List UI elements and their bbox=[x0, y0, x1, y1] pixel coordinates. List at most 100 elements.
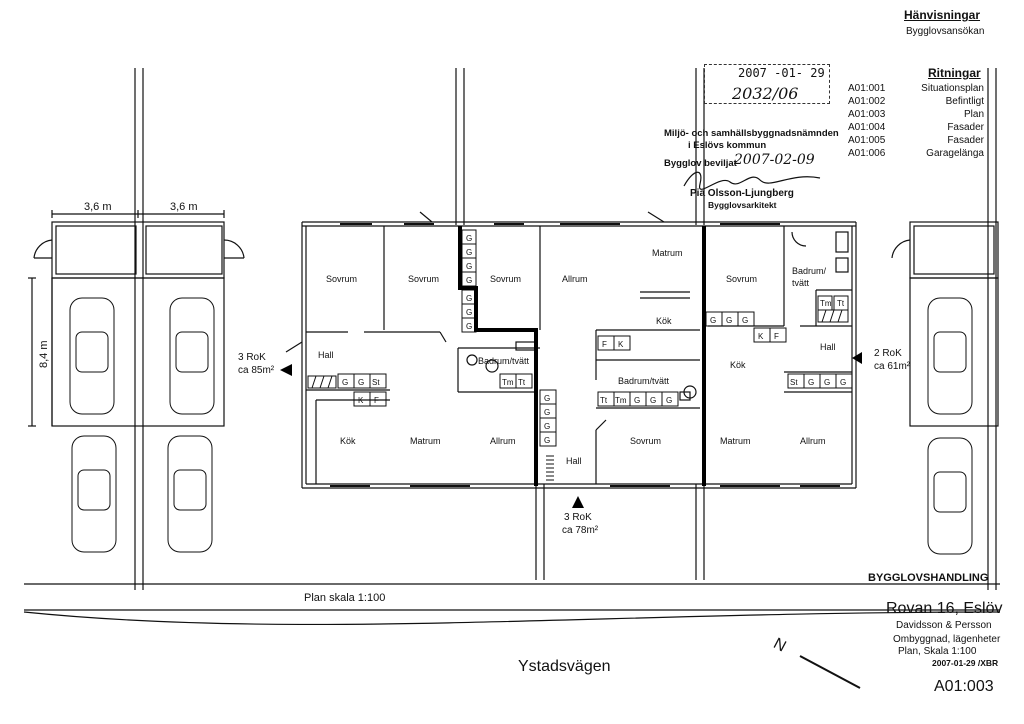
received-stamp bbox=[704, 64, 830, 104]
room-bath-right-l2: tvätt bbox=[792, 278, 810, 288]
fixture-st: St bbox=[372, 378, 380, 387]
drawing-date: 2007-01-29 /XBR bbox=[932, 658, 999, 668]
fixture-g: G bbox=[824, 378, 830, 387]
stamp-received-date: 2007 -01- 29 bbox=[738, 66, 825, 80]
stamp-signer-name: Pia Olsson-Ljungberg bbox=[690, 188, 794, 199]
fixture-g: G bbox=[808, 378, 814, 387]
room-hall-2: Hall bbox=[820, 342, 836, 352]
garage-width-right: 3,6 m bbox=[170, 201, 198, 213]
fixture-g: G bbox=[466, 294, 472, 303]
north-label: N bbox=[770, 635, 788, 655]
unit-a-area: ca 85m² bbox=[238, 365, 275, 376]
room-bedroom-4: Sovrum bbox=[726, 274, 757, 284]
street-name: Ystadsvägen bbox=[518, 658, 611, 675]
fixture-f: F bbox=[374, 396, 379, 405]
project-description: Ombyggnad, lägenheter bbox=[893, 634, 1001, 645]
fixture-g: G bbox=[544, 422, 550, 431]
drawing-name: Situationsplan bbox=[921, 83, 984, 94]
fixture-f: F bbox=[774, 332, 779, 341]
fixture-g: G bbox=[466, 276, 472, 285]
garage-width-left: 3,6 m bbox=[84, 201, 112, 213]
room-living-1: Allrum bbox=[562, 274, 588, 284]
garage-depth: 8,4 m bbox=[38, 340, 50, 368]
room-dining-1: Matrum bbox=[652, 248, 683, 258]
drawing-item: A01:006 Garagelänga bbox=[848, 147, 984, 160]
drawing-item: A01:005 Fasader bbox=[848, 134, 984, 147]
room-bedroom-3: Sovrum bbox=[490, 274, 521, 284]
drawing-scale: Plan, Skala 1:100 bbox=[898, 646, 977, 657]
room-living-3: Allrum bbox=[800, 436, 826, 446]
room-bedroom-1: Sovrum bbox=[326, 274, 357, 284]
fixture-g: G bbox=[634, 396, 640, 405]
fixture-g: G bbox=[726, 316, 732, 325]
room-hall-3: Hall bbox=[566, 456, 582, 466]
architect-name: Davidsson & Persson bbox=[896, 620, 992, 631]
drawing-name: Fasader bbox=[947, 135, 984, 146]
room-kitchen-3: Kök bbox=[340, 436, 356, 446]
drawing-code: A01:006 bbox=[848, 148, 886, 159]
drawing-name: Befintligt bbox=[945, 96, 984, 107]
document-status: BYGGLOVSHANDLING bbox=[868, 572, 989, 584]
fixture-k: K bbox=[618, 340, 624, 349]
unit-c-type: 2 RoK bbox=[874, 348, 902, 359]
plan-scale-label: Plan skala 1:100 bbox=[304, 592, 386, 604]
fixture-g: G bbox=[710, 316, 716, 325]
fixture-g: G bbox=[466, 262, 472, 271]
fixture-g: G bbox=[466, 308, 472, 317]
fixture-g: G bbox=[544, 436, 550, 445]
signature bbox=[683, 171, 821, 190]
drawing-item: A01:002 Befintligt bbox=[848, 95, 984, 108]
fixture-g: G bbox=[666, 396, 672, 405]
fixture-g: G bbox=[544, 394, 550, 403]
room-hall-1: Hall bbox=[318, 350, 334, 360]
stamp-signer-title: Bygglovsarkitekt bbox=[708, 200, 777, 210]
stamp-authority-1: Miljö- och samhällsbyggnadsnämnden bbox=[664, 128, 839, 139]
fixture-g: G bbox=[840, 378, 846, 387]
room-bedroom-2: Sovrum bbox=[408, 274, 439, 284]
stamp-case-number: 2032/06 bbox=[732, 84, 799, 103]
fixture-g: G bbox=[742, 316, 748, 325]
room-bath-2: Badrum/tvätt bbox=[618, 376, 670, 386]
stamp-granted-label: Bygglov beviljat bbox=[664, 158, 737, 169]
room-bath-1: Badrum/tvätt bbox=[478, 356, 530, 366]
references-subtext: Bygglovsansökan bbox=[906, 26, 985, 37]
fixture-g: G bbox=[358, 378, 364, 387]
drawings-heading: Ritningar bbox=[928, 66, 981, 80]
project-name: Rovan 16, Eslöv bbox=[886, 600, 1003, 617]
drawing-item: A01:004 Fasader bbox=[848, 121, 984, 134]
unit-a-type: 3 RoK bbox=[238, 352, 266, 363]
fixture-k: K bbox=[758, 332, 764, 341]
room-living-2: Allrum bbox=[490, 436, 516, 446]
drawing-name: Garagelänga bbox=[926, 148, 984, 159]
drawing-code: A01:003 bbox=[848, 109, 886, 120]
fixture-tm: Tm bbox=[820, 299, 832, 308]
room-dining-3: Matrum bbox=[720, 436, 751, 446]
unit-b-area: ca 78m² bbox=[562, 525, 599, 536]
fixture-tt: Tt bbox=[837, 299, 845, 308]
fixture-g: G bbox=[650, 396, 656, 405]
drawing-item: A01:001 Situationsplan bbox=[848, 82, 984, 95]
room-bath-right-l1: Badrum/ bbox=[792, 266, 827, 276]
drawing-code: A01:001 bbox=[848, 83, 886, 94]
fixture-tt: Tt bbox=[600, 396, 608, 405]
stamp-authority-2: i Eslövs kommun bbox=[688, 140, 767, 151]
drawing-code: A01:002 bbox=[848, 96, 886, 107]
fixture-g: G bbox=[466, 248, 472, 257]
unit-c-area: ca 61m² bbox=[874, 361, 911, 372]
room-kitchen-2: Kök bbox=[730, 360, 746, 370]
drawing-name: Fasader bbox=[947, 122, 984, 133]
drawing-code: A01:004 bbox=[848, 122, 886, 133]
room-bedroom-5: Sovrum bbox=[630, 436, 661, 446]
fixture-tt: Tt bbox=[518, 378, 526, 387]
fixture-f: F bbox=[602, 340, 607, 349]
drawing-name: Plan bbox=[963, 109, 984, 120]
references-heading: Hänvisningar bbox=[904, 8, 981, 22]
fixture-g: G bbox=[544, 408, 550, 417]
fixture-tm: Tm bbox=[502, 378, 514, 387]
room-dining-2: Matrum bbox=[410, 436, 441, 446]
drawing-code: A01:005 bbox=[848, 135, 886, 146]
fixture-g: G bbox=[466, 322, 472, 331]
stamp-granted-date: 2007-02-09 bbox=[734, 152, 815, 168]
